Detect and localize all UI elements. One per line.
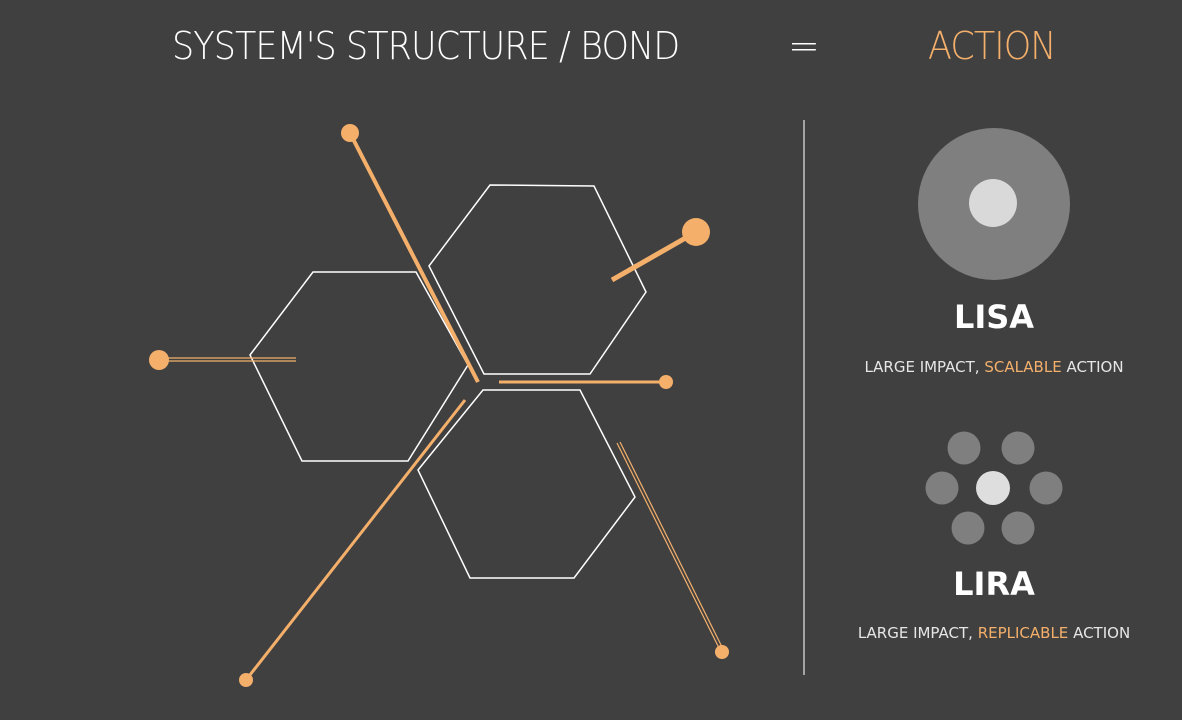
caption-highlight: SCALABLE xyxy=(984,358,1062,376)
caption-text: LARGE IMPACT, xyxy=(864,358,980,376)
lisa-icon xyxy=(918,128,1070,280)
lisa-caption: LARGE IMPACT, SCALABLE ACTION xyxy=(814,358,1174,376)
hexagon-bottom xyxy=(417,389,636,579)
caption-text: ACTION xyxy=(1073,624,1131,642)
bond-bottom-right-double xyxy=(616,441,729,659)
bond-right xyxy=(499,375,673,389)
caption-text: ACTION xyxy=(1066,358,1124,376)
lira-title: LIRA xyxy=(953,565,1035,603)
equals-sign: = xyxy=(788,24,820,68)
bond-top-right xyxy=(610,218,710,283)
hexagon-top xyxy=(428,184,647,375)
title-action: ACTION xyxy=(928,24,1056,68)
lira-caption: LARGE IMPACT, REPLICABLE ACTION xyxy=(814,624,1174,642)
caption-text: LARGE IMPACT, xyxy=(857,624,973,642)
caption-highlight: REPLICABLE xyxy=(977,624,1069,642)
title-structure-bond: SYSTEM'S STRUCTURE / BOND xyxy=(172,24,680,68)
bond-top-left xyxy=(341,124,480,383)
bond-bottom-left xyxy=(239,399,467,687)
lisa-title: LISA xyxy=(953,298,1035,336)
lira-icon xyxy=(925,431,1063,545)
hexagon-left xyxy=(249,271,469,462)
bond-left-double xyxy=(149,350,296,370)
